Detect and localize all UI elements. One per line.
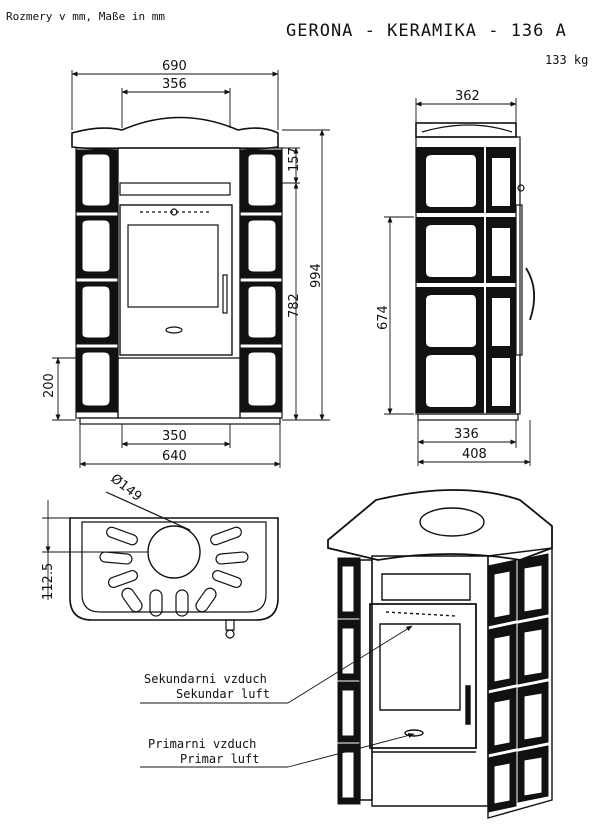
dim-200: 200 [42,373,57,398]
primary-air-label-cz: Primarni vzduch [148,737,257,751]
front-dimensions [52,70,330,468]
isometric-tiles [337,553,549,813]
dim-diameter-149: Ø149 [108,471,145,504]
callout-leaders [140,625,415,768]
dim-350: 350 [162,429,187,444]
weight-label: 133 kg [545,53,589,67]
dim-994: 994 [309,263,324,288]
top-dimension-labels: Ø149 112.5 [41,471,144,600]
dim-157: 157 [287,147,302,172]
side-dimension-labels: 362 674 336 408 [376,89,487,462]
dim-640: 640 [162,449,187,464]
dim-112-5: 112.5 [41,563,56,600]
secondary-air-label-cz: Sekundarni vzduch [144,672,267,686]
front-dimension-labels: 690 356 157 782 994 200 350 640 [42,59,324,464]
front-view [71,116,283,425]
dim-674: 674 [376,305,391,330]
side-view [415,122,536,421]
side-tiles [416,147,516,413]
dim-336: 336 [454,427,479,442]
front-tiles [75,149,283,413]
primary-air-label-de: Primar luft [180,752,260,766]
dim-782: 782 [287,293,302,318]
dim-690: 690 [162,59,187,74]
model-title: GERONA - KERAMIKA - 136 A [286,21,567,41]
side-dimensions [384,98,531,466]
isometric-view [327,489,553,819]
dim-362: 362 [455,89,480,104]
units-note: Rozmery v mm, Maße in mm [6,10,165,23]
dim-356: 356 [162,77,187,92]
dim-408: 408 [462,447,487,462]
top-vent-slots [99,526,249,617]
secondary-air-label-de: Sekundar luft [176,687,270,701]
top-view [69,491,279,639]
top-dimensions [42,500,148,600]
